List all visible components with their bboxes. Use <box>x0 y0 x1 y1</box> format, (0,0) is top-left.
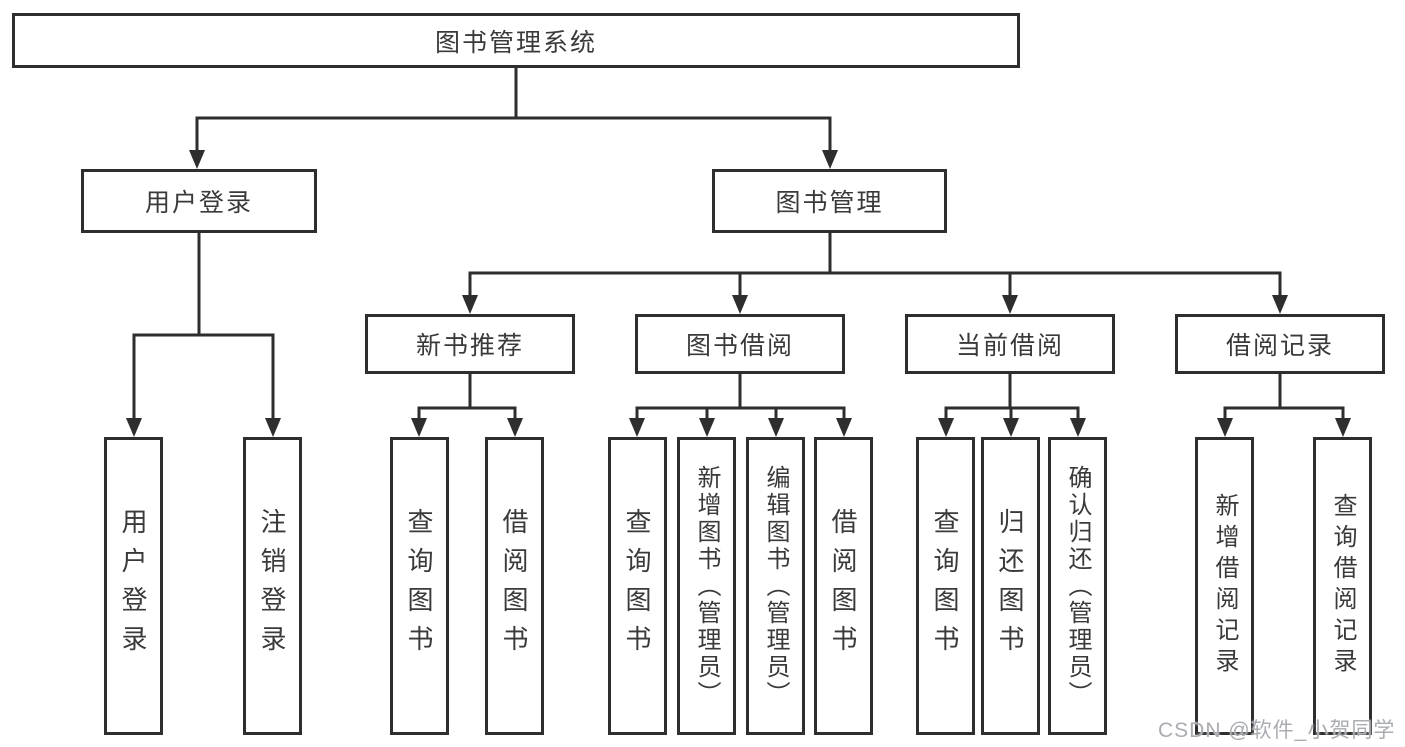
leaf-rec-query-book-label: 查询图书 <box>404 508 434 664</box>
arrow-down-icon <box>1070 418 1086 437</box>
node-new-book-recommend: 新书推荐 <box>365 314 575 374</box>
arrow-down-icon <box>1272 295 1288 314</box>
arrow-down-icon <box>462 295 478 314</box>
arrow-down-icon <box>189 150 205 169</box>
leaf-user-login-label: 用户登录 <box>118 508 148 664</box>
connector-book-mgmt-branch <box>468 233 1282 297</box>
node-current-borrow: 当前借阅 <box>905 314 1115 374</box>
connector-new-book-rec-branch <box>417 374 517 420</box>
arrow-down-icon <box>507 418 523 437</box>
leaf-logout-label: 注销登录 <box>257 508 287 664</box>
leaf-bb-add-book-admin-label: 新增图书（管理员） <box>693 464 720 708</box>
arrow-down-icon <box>938 418 954 437</box>
leaf-bb-borrow-book: 借阅图书 <box>814 437 873 735</box>
node-new-book-recommend-label: 新书推荐 <box>415 332 524 360</box>
node-borrow-record: 借阅记录 <box>1175 314 1385 374</box>
node-borrow-record-label: 借阅记录 <box>1225 332 1334 360</box>
arrow-down-icon <box>699 418 715 437</box>
leaf-br-add-record: 新增借阅记录 <box>1195 437 1254 735</box>
arrow-down-icon <box>732 295 748 314</box>
leaf-br-query-record: 查询借阅记录 <box>1313 437 1372 735</box>
node-book-management: 图书管理 <box>712 169 947 233</box>
arrow-down-icon <box>629 418 645 437</box>
arrow-down-icon <box>1335 418 1351 437</box>
leaf-bb-edit-book-admin-label: 编辑图书（管理员） <box>762 464 789 708</box>
leaf-bb-query-book-label: 查询图书 <box>622 508 652 664</box>
leaf-cb-confirm-return-admin: 确认归还（管理员） <box>1048 437 1107 735</box>
connector-current-borrow-branch <box>944 374 1080 420</box>
connector-book-borrow-branch <box>635 374 846 420</box>
leaf-br-query-record-label: 查询借阅记录 <box>1329 493 1356 679</box>
leaf-cb-return-book-label: 归还图书 <box>995 508 1025 664</box>
leaf-rec-query-book: 查询图书 <box>390 437 449 735</box>
watermark: CSDN @软件_小贺同学 <box>1158 719 1396 742</box>
node-user-login: 用户登录 <box>81 169 317 233</box>
node-book-borrow: 图书借阅 <box>635 314 845 374</box>
leaf-rec-borrow-book-label: 借阅图书 <box>499 508 529 664</box>
arrow-down-icon <box>1003 418 1019 437</box>
leaf-br-add-record-label: 新增借阅记录 <box>1211 493 1238 679</box>
leaf-logout: 注销登录 <box>243 437 302 735</box>
leaf-cb-query-book: 查询图书 <box>916 437 975 735</box>
leaf-rec-borrow-book: 借阅图书 <box>485 437 544 735</box>
arrow-down-icon <box>265 418 281 437</box>
leaf-bb-borrow-book-label: 借阅图书 <box>828 508 858 664</box>
connector-user-login-branch <box>132 233 275 420</box>
arrow-down-icon <box>822 150 838 169</box>
leaf-cb-query-book-label: 查询图书 <box>930 508 960 664</box>
arrow-down-icon <box>1217 418 1233 437</box>
arrow-down-icon <box>1002 295 1018 314</box>
node-current-borrow-label: 当前借阅 <box>955 332 1064 360</box>
leaf-user-login: 用户登录 <box>104 437 163 735</box>
arrow-down-icon <box>126 418 142 437</box>
arrow-down-icon <box>836 418 852 437</box>
node-root-label: 图书管理系统 <box>434 28 597 57</box>
node-book-management-label: 图书管理 <box>775 189 884 217</box>
connector-borrow-record-branch <box>1223 374 1345 420</box>
node-root: 图书管理系统 <box>12 13 1020 68</box>
node-book-borrow-label: 图书借阅 <box>685 332 794 360</box>
connector-root-to-level2 <box>195 68 832 152</box>
arrow-down-icon <box>411 418 427 437</box>
leaf-bb-query-book: 查询图书 <box>608 437 667 735</box>
leaf-bb-edit-book-admin: 编辑图书（管理员） <box>746 437 805 735</box>
leaf-bb-add-book-admin: 新增图书（管理员） <box>677 437 736 735</box>
leaf-cb-return-book: 归还图书 <box>981 437 1040 735</box>
arrow-down-icon <box>768 418 784 437</box>
node-user-login-label: 用户登录 <box>144 189 253 217</box>
leaf-cb-confirm-return-admin-label: 确认归还（管理员） <box>1064 464 1091 708</box>
